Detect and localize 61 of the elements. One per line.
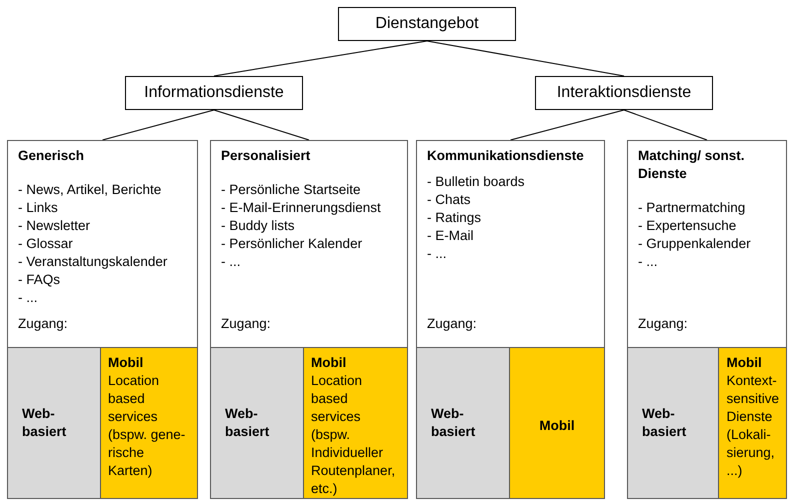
mobile-access-cell: [719, 348, 786, 498]
cell-title: Web-basiert: [22, 405, 68, 441]
category-box: Interaktionsdienste: [535, 76, 713, 110]
category-column: [627, 140, 787, 499]
category-column: [210, 140, 408, 499]
list-item: - E-Mail: [427, 227, 474, 245]
list-item: - E-Mail-Erinnerungsdienst: [221, 199, 382, 217]
connector-line: [102, 110, 214, 140]
connector-line: [214, 110, 310, 140]
list-item: - Veranstaltungskalender: [18, 253, 168, 271]
web-access-cell: [211, 348, 304, 498]
cell-title: Mobil: [108, 354, 144, 372]
connector-line: [510, 110, 624, 140]
list-item: - Chats: [427, 191, 472, 209]
list-item: - ...: [638, 253, 658, 271]
access-label: Zugang:: [221, 315, 272, 333]
cell-description: Location based services (bspw. Individueller Routenplaner, etc.): [311, 372, 396, 498]
column-heading: Matching/ sonst. Dienste: [638, 147, 746, 183]
list-item: - News, Artikel, Berichte: [18, 181, 162, 199]
access-label: Zugang:: [427, 315, 478, 333]
cell-title: Mobil: [726, 354, 763, 372]
access-label: Zugang:: [18, 315, 69, 333]
cell-description: Kontext-sensitive Dienste (Lokali-sierung, ...): [726, 372, 779, 480]
list-item: - Newsletter: [18, 217, 92, 235]
list-item: - Persönlicher Kalender: [221, 235, 364, 253]
category-box: Informationsdienste: [125, 76, 303, 110]
cell-title: Web-basiert: [225, 405, 270, 441]
mobile-access-cell: [510, 348, 604, 498]
connector-line: [214, 40, 428, 76]
web-access-cell: [8, 348, 101, 498]
list-item: - Persönliche Startseite: [221, 181, 362, 199]
cell-title: Mobil: [539, 417, 575, 435]
connector-line: [426, 40, 624, 76]
list-item: - FAQs: [18, 271, 62, 289]
list-item: - ...: [221, 253, 242, 271]
category-box: Dienstangebot: [338, 7, 516, 41]
list-item: - Gruppenkalender: [638, 235, 752, 253]
list-item: - ...: [18, 289, 38, 307]
list-item: - Partnermatching: [638, 199, 746, 217]
category-column: [7, 140, 198, 499]
web-access-cell: [628, 348, 720, 498]
mobile-access-cell: [101, 348, 197, 498]
connector-line: [624, 110, 708, 140]
list-item: - Expertensuche: [638, 217, 738, 235]
list-item: - Buddy lists: [221, 217, 296, 235]
cell-title: Web-basiert: [642, 405, 688, 441]
mobile-access-cell: [304, 348, 407, 498]
cell-title: Mobil: [311, 354, 348, 372]
access-label: Zugang:: [638, 315, 689, 333]
cell-title: Web-basiert: [431, 405, 476, 441]
list-item: - ...: [427, 245, 448, 263]
category-column: [416, 140, 605, 499]
list-item: - Glossar: [18, 235, 74, 253]
column-heading: Generisch: [18, 147, 86, 165]
cell-description: Location based services (bspw. gene-rische Karten): [108, 372, 186, 480]
column-heading: Kommunikationsdienste: [427, 147, 585, 165]
list-item: - Bulletin boards: [427, 173, 526, 191]
list-item: - Links: [18, 199, 59, 217]
web-access-cell: [417, 348, 510, 498]
list-item: - Ratings: [427, 209, 482, 227]
column-heading: Personalisiert: [221, 147, 312, 165]
